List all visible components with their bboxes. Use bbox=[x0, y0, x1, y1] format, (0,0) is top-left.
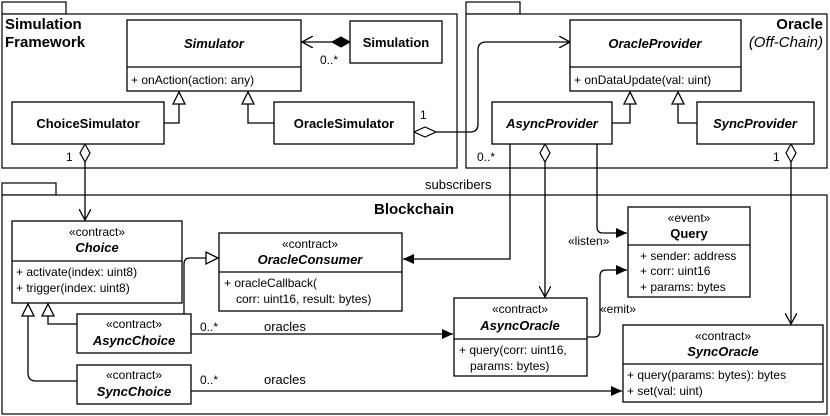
package-subtitle-oracle: (Off-Chain) bbox=[749, 34, 823, 51]
class-name: Query bbox=[670, 226, 708, 241]
class-name: AsyncProvider bbox=[505, 116, 599, 131]
class-async-choice: «contract» AsyncChoice bbox=[76, 313, 192, 354]
class-name: AsyncChoice bbox=[92, 333, 175, 348]
class-oracle-provider: OracleProvider + onDataUpdate(val: uint) bbox=[569, 19, 742, 92]
async-provider-oracle-aggregation bbox=[540, 142, 550, 297]
oracle-simulator-generalization bbox=[240, 90, 274, 124]
package-title-simulation: Simulation bbox=[5, 16, 82, 33]
class-name: OracleConsumer bbox=[258, 252, 364, 267]
stereotype-label: «listen» bbox=[568, 234, 610, 248]
listen-dependency bbox=[596, 144, 627, 238]
class-async-provider: AsyncProvider bbox=[491, 101, 613, 145]
class-simulator: Simulator + onAction(action: any) bbox=[126, 19, 302, 92]
multiplicity-label: 1 bbox=[773, 150, 780, 164]
class-name: Simulation bbox=[363, 35, 430, 50]
operation: + oracleCallback( bbox=[224, 276, 317, 290]
sync-provider-generalization bbox=[670, 90, 697, 124]
role-label: oracles bbox=[264, 319, 306, 334]
class-name: SyncChoice bbox=[97, 384, 171, 399]
multiplicity-label: 0..* bbox=[200, 320, 218, 334]
stereotype: «contract» bbox=[695, 329, 751, 343]
role-label: subscribers bbox=[425, 177, 492, 192]
emit-dependency bbox=[587, 265, 627, 338]
class-sync-provider: SyncProvider bbox=[696, 101, 815, 145]
multiplicity-label: 0..* bbox=[477, 150, 495, 164]
choice-simulator-choice-aggregation bbox=[80, 142, 90, 220]
class-name: SyncProvider bbox=[713, 116, 798, 131]
stereotype: «contract» bbox=[282, 237, 338, 251]
class-oracle-consumer: «contract» OracleConsumer + oracleCallba… bbox=[218, 232, 403, 312]
class-name: OracleSimulator bbox=[294, 116, 394, 131]
class-query: «event» Query + sender: address + corr: … bbox=[627, 206, 751, 298]
async-choice-consumer-generalization bbox=[183, 250, 220, 323]
operation: corr: uint16, result: bytes) bbox=[236, 292, 371, 306]
stereotype: «contract» bbox=[106, 368, 162, 382]
class-async-oracle: «contract» AsyncOracle + query(corr: uin… bbox=[453, 297, 588, 377]
class-simulation: Simulation bbox=[349, 20, 443, 64]
class-sync-choice: «contract» SyncChoice bbox=[76, 364, 192, 405]
class-oracle-simulator: OracleSimulator bbox=[273, 101, 415, 145]
operation: + onAction(action: any) bbox=[131, 73, 254, 87]
package-title-oracle: Oracle bbox=[776, 16, 823, 33]
attribute: + sender: address bbox=[640, 249, 736, 263]
class-name: ChoiceSimulator bbox=[36, 116, 139, 131]
stereotype-label: «emit» bbox=[600, 302, 636, 316]
stereotype: «contract» bbox=[69, 225, 125, 239]
stereotype: «contract» bbox=[106, 317, 162, 331]
class-name: SyncOracle bbox=[687, 344, 759, 359]
operation: params: bytes) bbox=[470, 359, 549, 373]
subscribers-association bbox=[403, 144, 511, 264]
class-sync-oracle: «contract» SyncOracle + query(params: by… bbox=[622, 324, 824, 403]
operation: + query(params: bytes): bytes bbox=[627, 368, 786, 382]
package-title-blockchain: Blockchain bbox=[374, 201, 454, 218]
oracle-simulator-provider-aggregation bbox=[412, 42, 570, 138]
multiplicity-label: 0..* bbox=[320, 53, 338, 67]
multiplicity-label: 1 bbox=[66, 150, 73, 164]
sync-choice-choice-generalization bbox=[20, 302, 77, 382]
choice-simulator-generalization bbox=[164, 90, 187, 124]
class-name: Simulator bbox=[184, 36, 245, 51]
multiplicity-label: 1 bbox=[420, 108, 427, 122]
async-provider-generalization bbox=[612, 90, 638, 124]
operation: + activate(index: uint8) bbox=[16, 265, 137, 279]
attribute: + corr: uint16 bbox=[640, 264, 711, 278]
operation: + onDataUpdate(val: uint) bbox=[574, 73, 711, 87]
multiplicity-label: 0..* bbox=[200, 373, 218, 387]
class-name: OracleProvider bbox=[608, 36, 702, 51]
operation: + query(corr: uint16, bbox=[459, 343, 567, 357]
class-name: Choice bbox=[75, 240, 118, 255]
stereotype: «event» bbox=[668, 211, 711, 225]
stereotype: «contract» bbox=[492, 302, 548, 316]
attribute: + params: bytes bbox=[640, 280, 726, 294]
simulation-simulator-composition bbox=[302, 37, 352, 47]
package-title-framework: Framework bbox=[5, 34, 86, 51]
sync-provider-oracle-aggregation bbox=[786, 142, 796, 324]
operation: + trigger(index: uint8) bbox=[16, 281, 130, 295]
class-name: AsyncOracle bbox=[479, 318, 560, 333]
operation: + set(val: uint) bbox=[627, 384, 703, 398]
class-choice: «contract» Choice + activate(index: uint… bbox=[11, 220, 183, 304]
class-choice-simulator: ChoiceSimulator bbox=[11, 101, 165, 145]
async-choice-choice-generalization bbox=[40, 302, 77, 325]
role-label: oracles bbox=[264, 372, 306, 387]
